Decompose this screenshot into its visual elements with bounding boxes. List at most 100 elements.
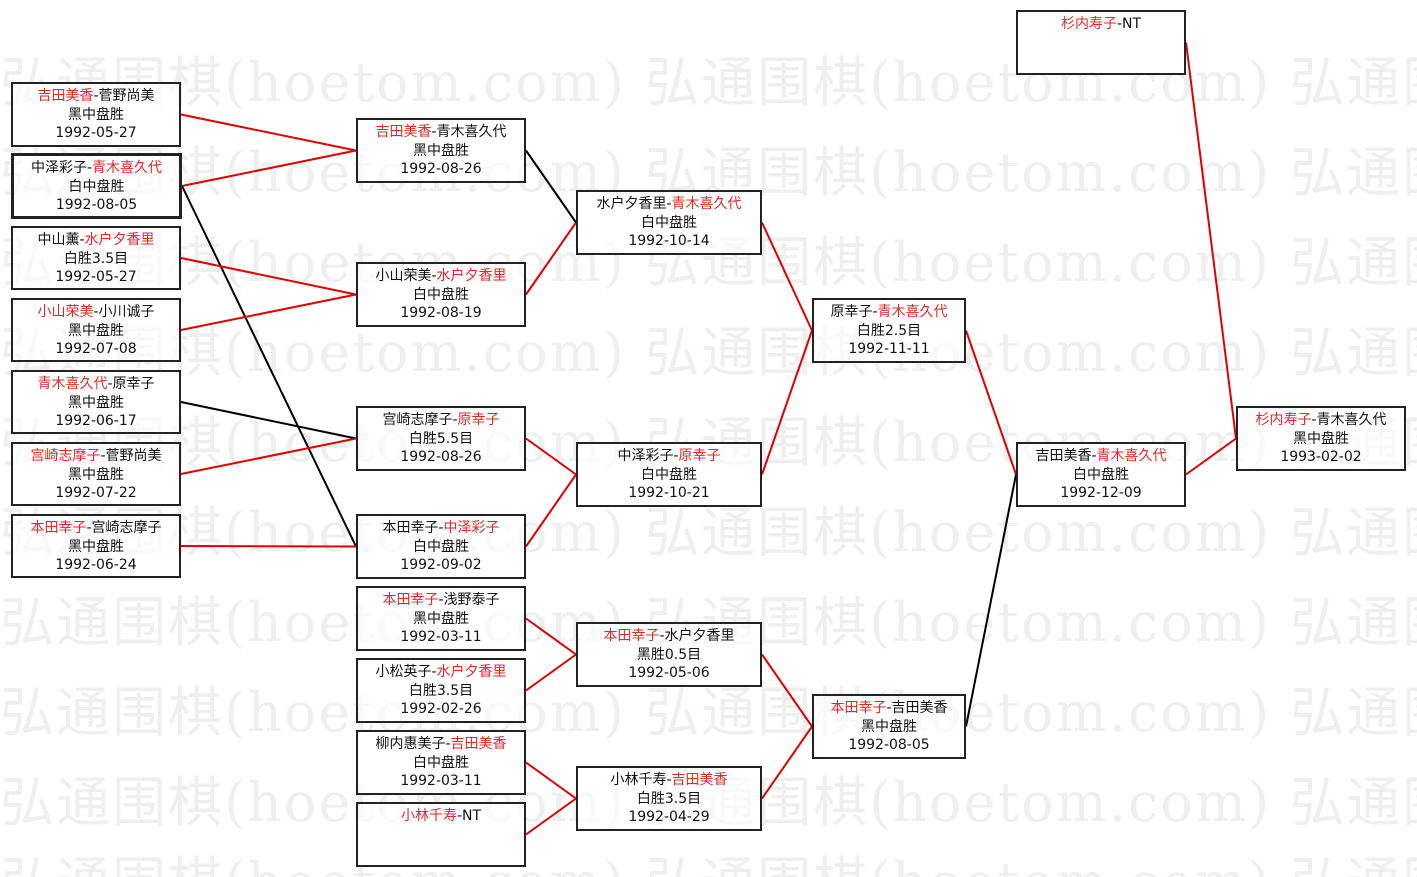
player-white: 吉田美香	[891, 700, 948, 716]
match-players: 本田幸子-吉田美香	[814, 699, 964, 718]
player-white: 宫崎志摩子	[91, 520, 162, 536]
player-black: 本田幸子	[382, 592, 439, 608]
separator: -	[452, 412, 458, 428]
match-players: 本田幸子-中泽彩子	[358, 519, 524, 538]
bracket-link	[525, 653, 577, 692]
bracket-link	[180, 293, 357, 331]
match-date: 1992-05-06	[628, 665, 710, 681]
match-players: 本田幸子-水户夕香里	[578, 627, 760, 646]
player-white: 原幸子	[457, 412, 500, 428]
separator: -	[100, 448, 106, 464]
match-date: 1992-07-22	[55, 485, 137, 501]
match-players: 小山荣美-水户夕香里	[358, 267, 524, 286]
player-black: 杉内寿子	[1255, 412, 1312, 428]
match-players: 小松英子-水户夕香里	[358, 663, 524, 682]
player-black: 吉田美香	[37, 88, 94, 104]
bracket-link	[965, 330, 1017, 475]
match-result: 白中盘胜	[1073, 466, 1129, 483]
bracket-link	[181, 149, 357, 187]
player-black: 中泽彩子	[617, 448, 674, 464]
bracket-link	[180, 113, 357, 152]
match-date: 1992-09-02	[400, 557, 482, 573]
player-white: 中泽彩子	[443, 520, 500, 536]
separator: -	[438, 520, 444, 536]
match-result: 白中盘胜	[413, 754, 469, 771]
match-result: 黑中盘胜	[68, 394, 124, 411]
match-players: 小林千寿-NT	[358, 807, 524, 826]
match-players: 小林千寿-吉田美香	[578, 771, 760, 790]
match-date: 1992-02-26	[400, 701, 482, 717]
separator: -	[1091, 448, 1097, 464]
match-box[interactable]: 小松英子-水户夕香里白胜3.5目 1992-02-26	[356, 658, 526, 723]
match-result: 白胜2.5目	[856, 322, 922, 339]
separator: -	[93, 88, 99, 104]
player-black: 吉田美香	[375, 124, 432, 140]
player-white: 菅野尚美	[98, 88, 155, 104]
match-date: 1992-07-08	[55, 341, 137, 357]
player-black: 原幸子	[830, 304, 873, 320]
bracket-link	[761, 222, 813, 331]
match-players: 本田幸子-宫崎志摩子	[13, 519, 179, 538]
match-result: 白中盘胜	[413, 538, 469, 555]
player-white: 青木喜久代	[92, 160, 163, 176]
player-black: 本田幸子	[382, 520, 439, 536]
player-black: 小山荣美	[37, 304, 94, 320]
bracket-link	[181, 185, 357, 547]
separator: -	[1116, 16, 1123, 32]
match-players: 吉田美香-青木喜久代	[1018, 447, 1184, 466]
player-black: 小山荣美	[375, 268, 432, 284]
match-box[interactable]: 小林千寿-NT	[356, 802, 526, 867]
match-result: 黑中盘胜	[68, 538, 124, 555]
bracket-link	[525, 761, 577, 800]
match-players: 吉田美香-菅野尚美	[13, 87, 179, 106]
match-box[interactable]: 杉内寿子-NT	[1016, 10, 1186, 75]
bracket-link	[1185, 437, 1237, 476]
player-black: 小松英子	[375, 664, 432, 680]
player-black: 中山薰	[37, 232, 80, 248]
player-white: 青木喜久代	[671, 196, 742, 212]
player-white: 原幸子	[678, 448, 721, 464]
bracket-link	[180, 257, 357, 296]
match-result: 白胜3.5目	[408, 682, 474, 699]
player-black: 宫崎志摩子	[382, 412, 453, 428]
match-players: 中泽彩子-原幸子	[578, 447, 760, 466]
match-result: 黑中盘胜	[413, 142, 469, 159]
match-result: 白中盘胜	[641, 466, 697, 483]
bracket-link	[180, 401, 357, 440]
match-date: 1992-05-27	[55, 269, 137, 285]
player-black: 吉田美香	[1035, 448, 1092, 464]
player-black: 青木喜久代	[37, 376, 108, 392]
match-date: 1992-11-11	[848, 341, 930, 357]
match-players: 柳内惠美子-吉田美香	[358, 735, 524, 754]
separator: -	[666, 196, 672, 212]
separator: -	[666, 772, 672, 788]
bracket-link	[965, 474, 1017, 727]
player-white: NT	[1122, 16, 1142, 32]
bracket-link	[180, 545, 357, 548]
match-result: 白胜3.5目	[63, 250, 129, 267]
match-date: 1992-08-26	[400, 449, 482, 465]
player-white: 原幸子	[112, 376, 155, 392]
